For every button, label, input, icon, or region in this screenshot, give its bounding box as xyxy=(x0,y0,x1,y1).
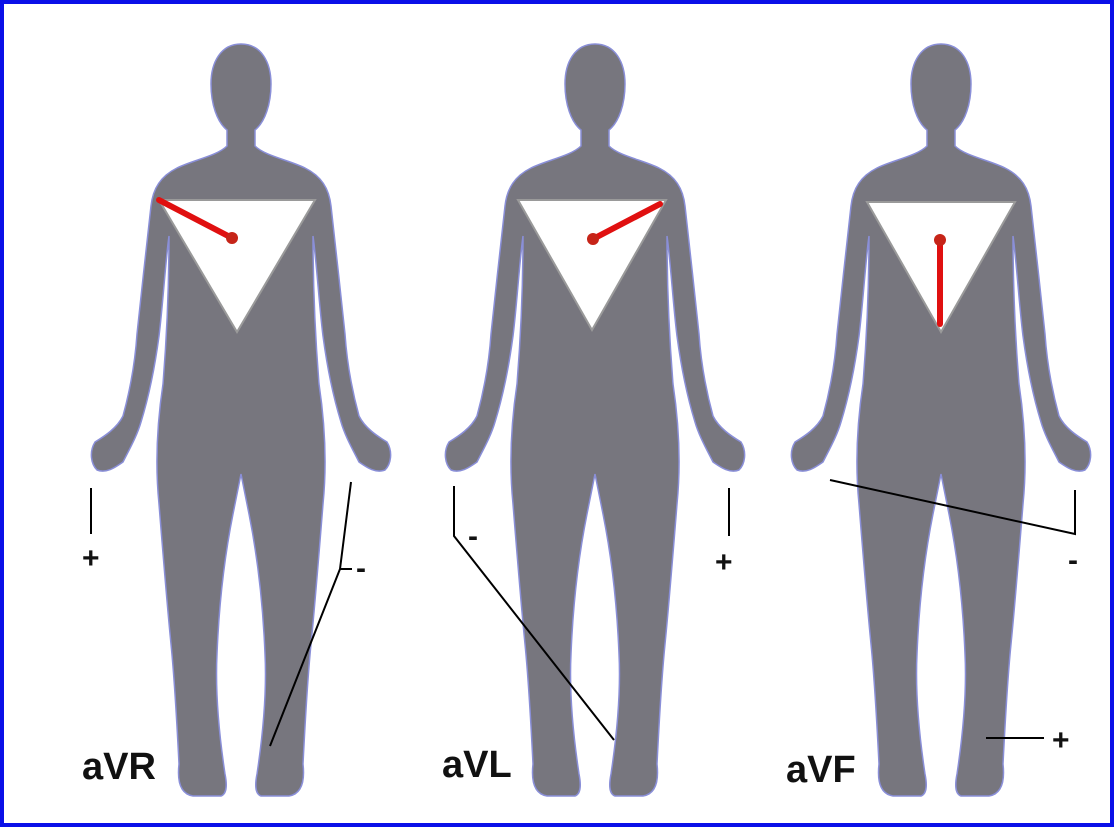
positive-sign-avl: + xyxy=(715,546,733,579)
positive-sign-avf: + xyxy=(1052,724,1070,757)
lead-label-avf: aVF xyxy=(786,749,856,791)
human-silhouette-avl xyxy=(445,44,744,796)
figure-avr: + - aVR xyxy=(82,44,391,796)
human-silhouette-avr xyxy=(91,44,390,796)
negative-sign-avr: - xyxy=(356,552,366,585)
negative-sign-avf: - xyxy=(1068,544,1078,577)
positive-sign-avr: + xyxy=(82,542,100,575)
figure-avf: - + aVF xyxy=(786,44,1091,796)
negative-sign-avl: - xyxy=(468,520,478,553)
lead-label-avl: aVL xyxy=(442,744,512,786)
vector-origin-avr xyxy=(226,232,238,244)
augmented-leads-diagram: + - aVR - + aVL - + xyxy=(4,4,1110,823)
vector-origin-avf xyxy=(934,234,946,246)
vector-origin-avl xyxy=(587,233,599,245)
figure-avl: - + aVL xyxy=(442,44,745,796)
lead-label-avr: aVR xyxy=(82,746,156,788)
human-silhouette-avf xyxy=(791,44,1090,796)
